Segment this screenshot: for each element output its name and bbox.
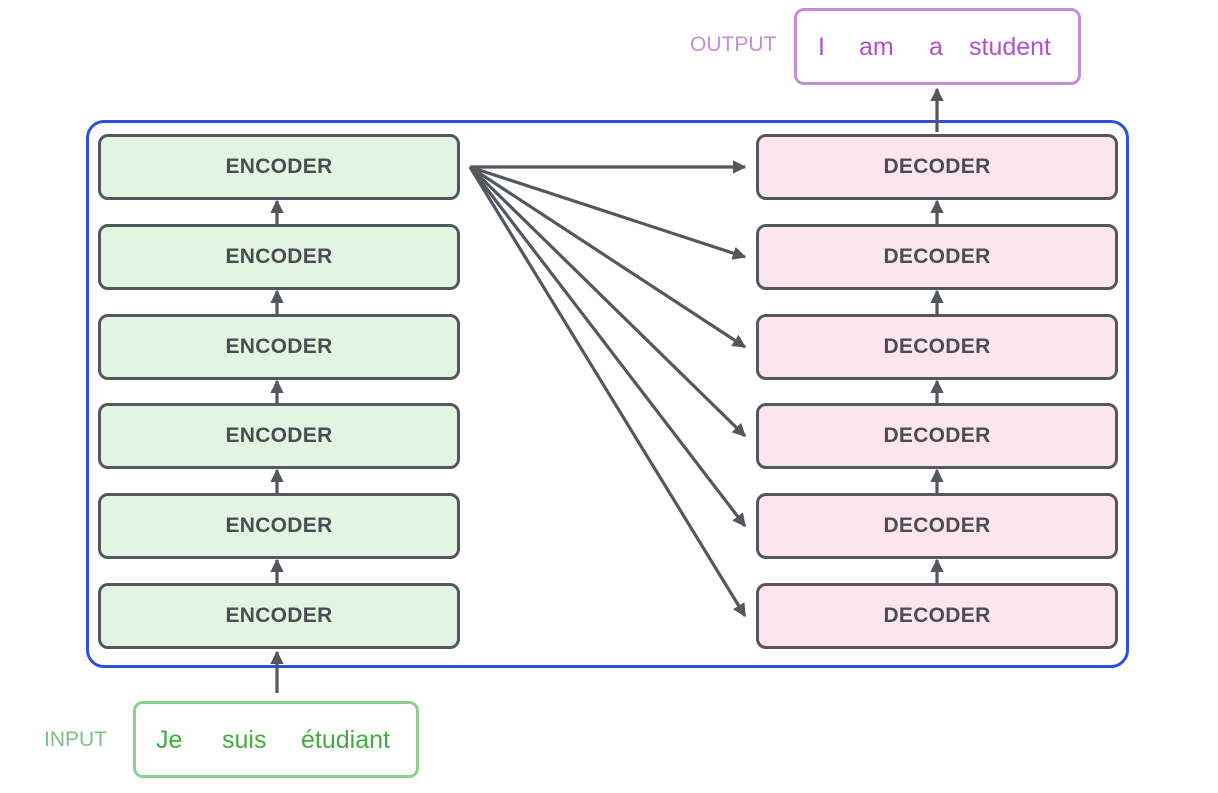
encoder-block-5: ENCODER (98, 224, 460, 290)
encoder-label: ENCODER (225, 604, 333, 627)
input-token: étudiant (301, 726, 390, 754)
input-label: INPUT (44, 728, 107, 751)
decoder-block-1: DECODER (756, 583, 1118, 649)
input-token: Je (156, 726, 183, 754)
decoder-label: DECODER (883, 155, 991, 178)
decoder-block-4: DECODER (756, 314, 1118, 380)
encoder-block-4: ENCODER (98, 314, 460, 380)
encoder-decoder-stack-frame (86, 120, 1129, 668)
decoder-block-2: DECODER (756, 493, 1118, 559)
decoder-block-6: DECODER (756, 134, 1118, 200)
decoder-block-5: DECODER (756, 224, 1118, 290)
input-token: suis (222, 726, 267, 754)
decoder-label: DECODER (883, 514, 991, 537)
input-sentence-box: Je suis étudiant (133, 701, 419, 778)
decoder-label: DECODER (883, 604, 991, 627)
decoder-label: DECODER (883, 335, 991, 358)
encoder-block-6: ENCODER (98, 134, 460, 200)
decoder-label: DECODER (883, 424, 991, 447)
output-token: I (818, 33, 825, 61)
encoder-label: ENCODER (225, 245, 333, 268)
output-token: a (929, 33, 943, 61)
encoder-label: ENCODER (225, 514, 333, 537)
encoder-block-2: ENCODER (98, 493, 460, 559)
encoder-label: ENCODER (225, 335, 333, 358)
encoder-label: ENCODER (225, 155, 333, 178)
encoder-block-3: ENCODER (98, 403, 460, 469)
output-token: student (969, 33, 1052, 61)
encoder-label: ENCODER (225, 424, 333, 447)
encoder-block-1: ENCODER (98, 583, 460, 649)
output-sentence-box: I am a student (794, 8, 1081, 85)
output-label: OUTPUT (690, 33, 777, 56)
decoder-block-3: DECODER (756, 403, 1118, 469)
output-token: am (859, 33, 894, 61)
decoder-label: DECODER (883, 245, 991, 268)
